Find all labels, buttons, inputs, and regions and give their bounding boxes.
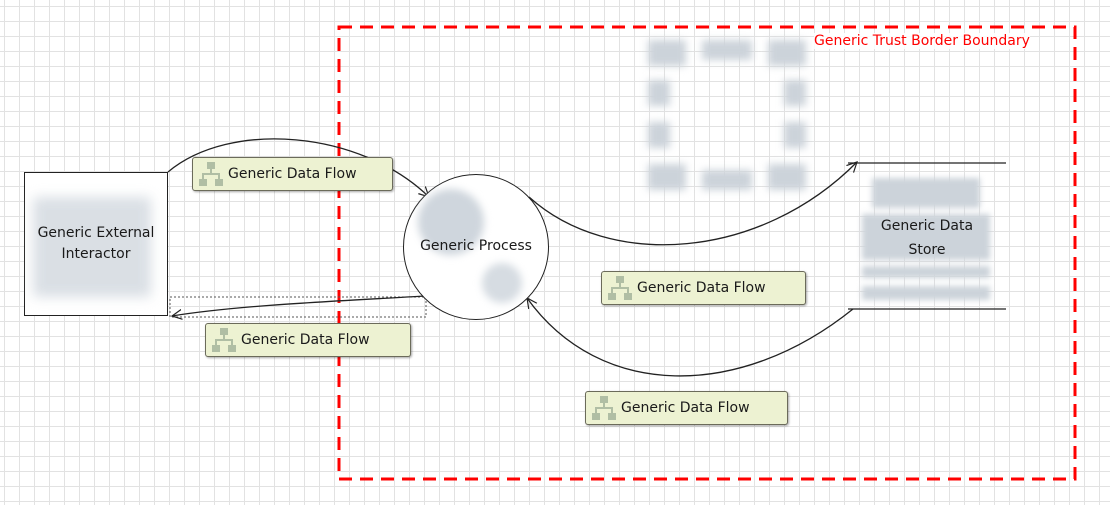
process-label: Generic Process [420,238,532,254]
data-flow-label-text: Generic Data Flow [228,166,357,182]
data-flow-icon [199,162,223,186]
data-flow-label-4[interactable]: Generic Data Flow [585,391,788,425]
data-store-label-line2: Store [908,242,946,258]
trust-boundary[interactable] [337,25,1077,481]
flow-process-to-store[interactable] [528,162,857,246]
data-flow-label-3[interactable]: Generic Data Flow [601,271,806,305]
data-flow-label-2[interactable]: Generic Data Flow [205,323,411,357]
flow-external-to-process[interactable] [167,138,429,197]
data-store-label[interactable]: Generic Data Store [848,214,1006,262]
external-interactor-label-line1: Generic External [37,225,155,241]
external-interactor-icon [33,197,151,297]
data-flow-icon [608,276,632,300]
data-flow-label-text: Generic Data Flow [241,332,370,348]
data-flow-icon [212,328,236,352]
process-gears-icon [418,189,484,255]
data-flow-label-1[interactable]: Generic Data Flow [192,157,393,191]
data-flow-label-text: Generic Data Flow [621,400,750,416]
data-flow-label-text: Generic Data Flow [637,280,766,296]
external-interactor-label-line2: Interactor [61,246,131,262]
flow-process-to-external[interactable] [172,295,426,316]
process-node[interactable]: Generic Process [403,174,549,320]
data-store-icon [862,178,990,300]
external-interactor[interactable]: Generic External Interactor [24,172,168,316]
trust-boundary-label: Generic Trust Border Boundary [814,33,1030,49]
data-store-label-line1: Generic Data [880,218,974,234]
external-interactor-label: Generic External Interactor [25,223,167,265]
flow-store-to-process[interactable] [527,298,854,377]
annotation-frame-icon [648,40,806,190]
selection-outline [169,296,427,318]
data-flow-icon [592,396,616,420]
process-small-gear-icon [482,263,522,303]
